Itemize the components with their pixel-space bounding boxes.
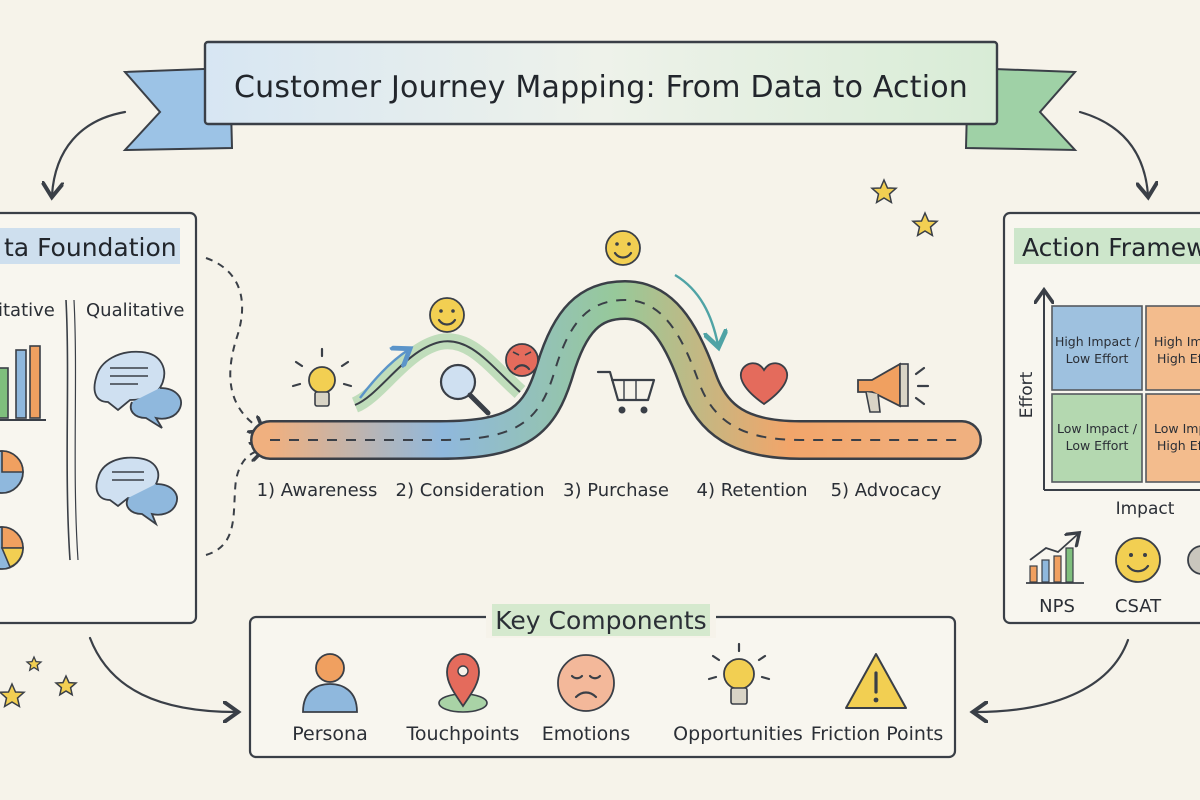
road-fill [252, 282, 980, 458]
stage-retention: 4) Retention [697, 480, 808, 501]
arrow-action-to-components [975, 638, 1130, 712]
megaphone-icon [857, 362, 930, 413]
quadrant-tl-line1: High Impact / [1055, 334, 1140, 349]
metric-csat: CSAT [1115, 596, 1162, 617]
quadrant-br-line2: High Eff [1157, 438, 1200, 453]
component-emotions: Emotions [542, 723, 630, 745]
action-framework-title: Action Framew [1022, 233, 1200, 262]
action-framework-panel: Action Framew Effort Impact High Impact … [1002, 211, 1200, 625]
frustrated-face-icon [505, 343, 539, 377]
stage-consideration: 2) Consideration [396, 480, 545, 501]
banner-box [203, 40, 999, 126]
quadrant-tl-line2: Low Effort [1066, 351, 1129, 366]
quadrant-br-line1: Low Imp [1154, 421, 1200, 436]
effort-axis-label: Effort [1017, 371, 1037, 418]
quantitative-label: itative [0, 300, 55, 321]
lightbulb-icon [291, 347, 353, 407]
quadrant-tr-line2: High Eff [1157, 351, 1200, 366]
journey-road [250, 273, 982, 460]
bar-chart-icon [0, 345, 46, 421]
star-icon [870, 178, 898, 205]
arrow-banner-to-action [1078, 110, 1148, 195]
smile-face-icon [605, 230, 641, 266]
pie-chart-icon-2 [0, 526, 24, 570]
heart-icon [740, 362, 788, 406]
stage-awareness: 1) Awareness [257, 480, 378, 501]
key-components-title-highlight [492, 604, 710, 636]
warning-icon [845, 653, 907, 709]
action-framework-title-highlight [1014, 228, 1200, 264]
title-banner: Customer Journey Mapping: From Data to A… [122, 40, 1078, 152]
happy-face-icon [429, 297, 465, 333]
flow-arrow-awareness [359, 350, 408, 399]
arrow-data-to-components [88, 636, 236, 712]
sad-face-icon [557, 654, 615, 712]
quadrant-low-impact-low-effort [1051, 393, 1143, 483]
quadrant-low-impact-high-effort [1145, 393, 1200, 483]
impact-axis-label: Impact [1116, 499, 1175, 519]
flow-arrow-purchase [674, 273, 718, 345]
trend-chart-icon [1026, 534, 1084, 584]
data-foundation-title-highlight [0, 228, 180, 264]
star-icon-5 [25, 655, 43, 672]
shopping-cart-icon [596, 370, 656, 414]
arrow-banner-to-data [52, 110, 127, 195]
partial-metric-icon [1187, 545, 1200, 575]
road-center-line [270, 298, 962, 441]
consideration-hill-outline [354, 340, 521, 406]
quadrant-high-impact-low-effort [1051, 305, 1143, 391]
dashed-arrow-to-journey [205, 257, 262, 430]
quadrant-high-impact-high-effort [1145, 305, 1200, 391]
column-divider [65, 299, 71, 561]
component-opportunities: Opportunities [673, 723, 803, 745]
dashed-arrow-to-journey-2 [205, 450, 262, 556]
column-divider-2 [73, 299, 79, 561]
star-icon-4 [54, 674, 78, 697]
map-pin-icon [438, 653, 488, 713]
magnifier-icon [439, 363, 491, 416]
stage-labels: 1) Awareness 2) Consideration 3) Purchas… [257, 480, 942, 501]
star-icon-2 [911, 211, 939, 238]
qualitative-label: Qualitative [86, 300, 184, 321]
component-friction-points: Friction Points [811, 723, 944, 745]
idea-bulb-icon [707, 642, 771, 705]
road-outline [250, 280, 982, 460]
pie-chart-icon [0, 450, 24, 494]
star-icon-3 [0, 682, 26, 709]
page-title: Customer Journey Mapping: From Data to A… [234, 70, 968, 105]
quadrant-bl-line2: Low Effort [1066, 438, 1129, 453]
component-persona: Persona [292, 723, 368, 745]
data-foundation-box [0, 211, 198, 625]
speech-bubbles-icon-2 [95, 456, 178, 527]
key-components-panel: Key Components [248, 598, 957, 759]
key-components-title: Key Components [495, 606, 706, 635]
metric-nps: NPS [1039, 596, 1075, 617]
stage-advocacy: 5) Advocacy [831, 480, 942, 501]
data-foundation-panel: ta Foundation itative Qualitative [0, 211, 198, 625]
speech-bubbles-icon [93, 350, 182, 429]
quadrant-tr-line1: High Imp [1154, 334, 1200, 349]
stage-purchase: 3) Purchase [563, 480, 669, 501]
persona-icon [302, 653, 358, 713]
component-touchpoints: Touchpoints [406, 723, 520, 745]
data-foundation-title: ta Foundation [4, 233, 177, 262]
quadrant-bl-line1: Low Impact / [1057, 421, 1138, 436]
csat-smile-icon [1115, 537, 1161, 583]
